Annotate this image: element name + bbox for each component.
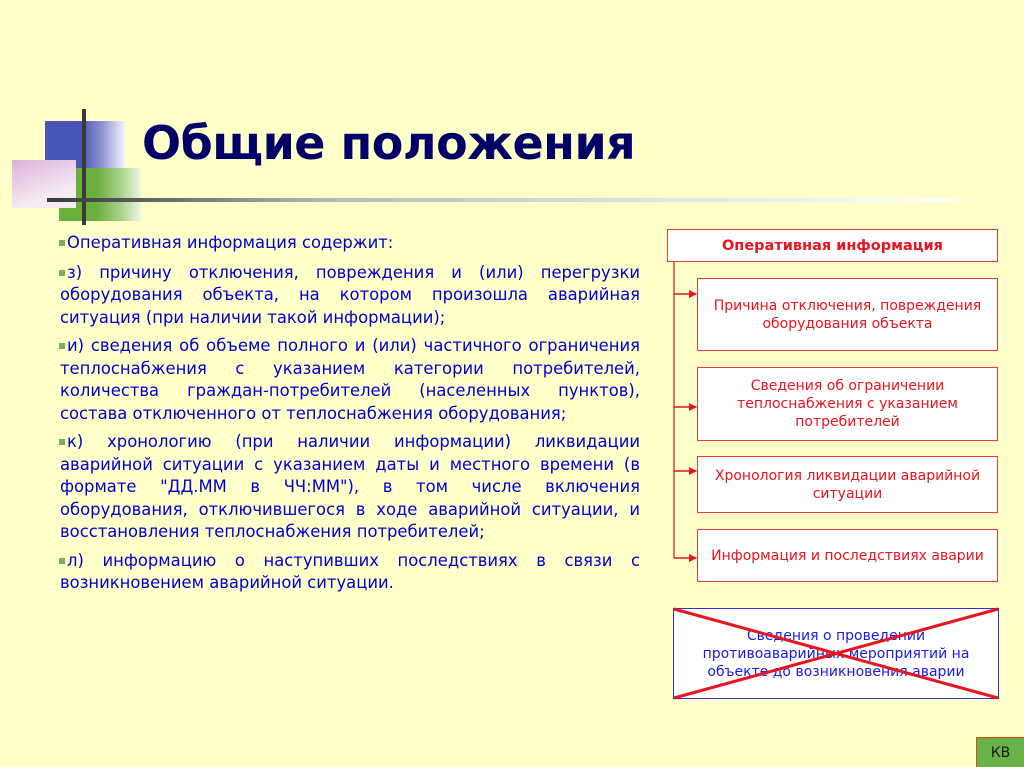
paragraph-intro: Оперативная информация содержит: [59, 232, 640, 255]
decorative-vertical-line [82, 109, 86, 225]
paragraph-k: к) хронологию (при наличии информации) л… [59, 431, 640, 544]
bullet-icon [59, 343, 65, 349]
paragraph-text: л) информацию о наступивших последствиях… [60, 550, 640, 593]
title-underline [47, 198, 977, 202]
bullet-icon [59, 557, 65, 564]
body-text: Оперативная информация содержит: з) прич… [59, 232, 640, 601]
diagram-item-restriction: Сведения об ограничении теплоснабжения с… [697, 367, 998, 441]
diagram-excluded-item: Сведения о проведении противоаварийных м… [673, 608, 999, 699]
diagram-item-consequences: Информация и последствиях аварии [697, 529, 998, 582]
diagram-item-cause: Причина отключения, повреждения оборудов… [697, 278, 998, 351]
paragraph-text: к) хронологию (при наличии информации) л… [60, 432, 640, 541]
paragraph-z: з) причину отключения, повреждения и (ил… [59, 262, 640, 330]
paragraph-text: и) сведения об объеме полного и (или) ча… [60, 336, 640, 423]
paragraph-text: Оперативная информация содержит: [67, 233, 394, 252]
paragraph-i: и) сведения об объеме полного и (или) ча… [59, 335, 640, 425]
page-title: Общие положения [142, 116, 636, 170]
bullet-icon [59, 269, 65, 276]
bullet-icon [59, 439, 65, 445]
kb-nav-button[interactable]: КВ [976, 737, 1024, 767]
paragraph-l: л) информацию о наступивших последствиях… [59, 550, 640, 595]
bullet-icon [59, 240, 65, 246]
excluded-item-text: Сведения о проведении противоаварийных м… [702, 627, 970, 680]
diagram-header-box: Оперативная информация [667, 229, 998, 262]
paragraph-text: з) причину отключения, повреждения и (ил… [60, 262, 640, 327]
diagram-item-chronology: Хронология ликвидации аварийной ситуации [697, 456, 998, 513]
